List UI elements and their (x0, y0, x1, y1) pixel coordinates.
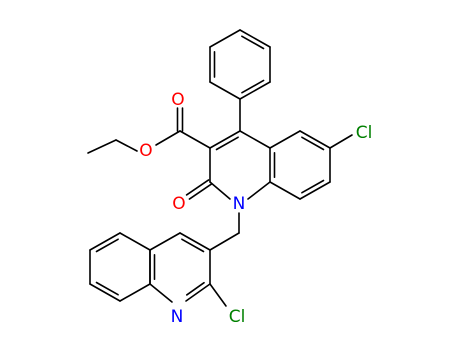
bond-line (119, 232, 151, 251)
bond-line (87, 139, 117, 154)
bond-line (329, 134, 353, 149)
atom-label-cl-benzo: Cl (356, 123, 373, 143)
bond-line (301, 136, 325, 151)
atom-label-o-lactam: O (172, 194, 185, 214)
bond-line (149, 283, 173, 303)
atom-label-n-quinoline: N (171, 307, 184, 327)
bond-line (185, 283, 211, 302)
atom-labels: O O Cl O N N Cl (139, 90, 372, 327)
atom-label-n-quinolinone: N (233, 194, 246, 214)
bond-line (209, 130, 241, 149)
bond-line (115, 139, 138, 152)
bond-line (241, 35, 265, 50)
bond-line (239, 81, 271, 100)
bond-line (179, 232, 211, 251)
bond-line (239, 130, 271, 149)
bond-line (209, 181, 231, 200)
bonds (87, 29, 353, 307)
bond-line (299, 130, 331, 149)
bond-line (299, 181, 331, 200)
bond-line (89, 232, 121, 251)
bond-line (179, 130, 211, 149)
bond-line (95, 238, 119, 253)
atom-label-o-carbonyl-ester: O (171, 90, 184, 110)
bond-line (269, 130, 301, 149)
bond-line (119, 283, 151, 302)
bond-line (188, 183, 213, 200)
bond-line (89, 283, 121, 302)
bond-line (209, 232, 240, 251)
bond-line (95, 281, 119, 296)
bond-line (241, 79, 265, 94)
bond-line (301, 179, 325, 194)
bond-line (269, 181, 301, 200)
bond-line (209, 29, 241, 48)
atom-label-o-ester-ether: O (139, 141, 152, 161)
atom-label-cl-quinoline: Cl (229, 307, 246, 327)
bond-line (209, 283, 227, 307)
bond-line (185, 281, 205, 296)
bond-line (149, 232, 181, 251)
bond-line (185, 179, 210, 196)
bond-line (209, 81, 241, 100)
bond-line (247, 181, 271, 200)
bond-line (239, 29, 271, 48)
bond-line (215, 136, 239, 151)
bond-line (181, 238, 205, 253)
bond-line (155, 130, 181, 146)
